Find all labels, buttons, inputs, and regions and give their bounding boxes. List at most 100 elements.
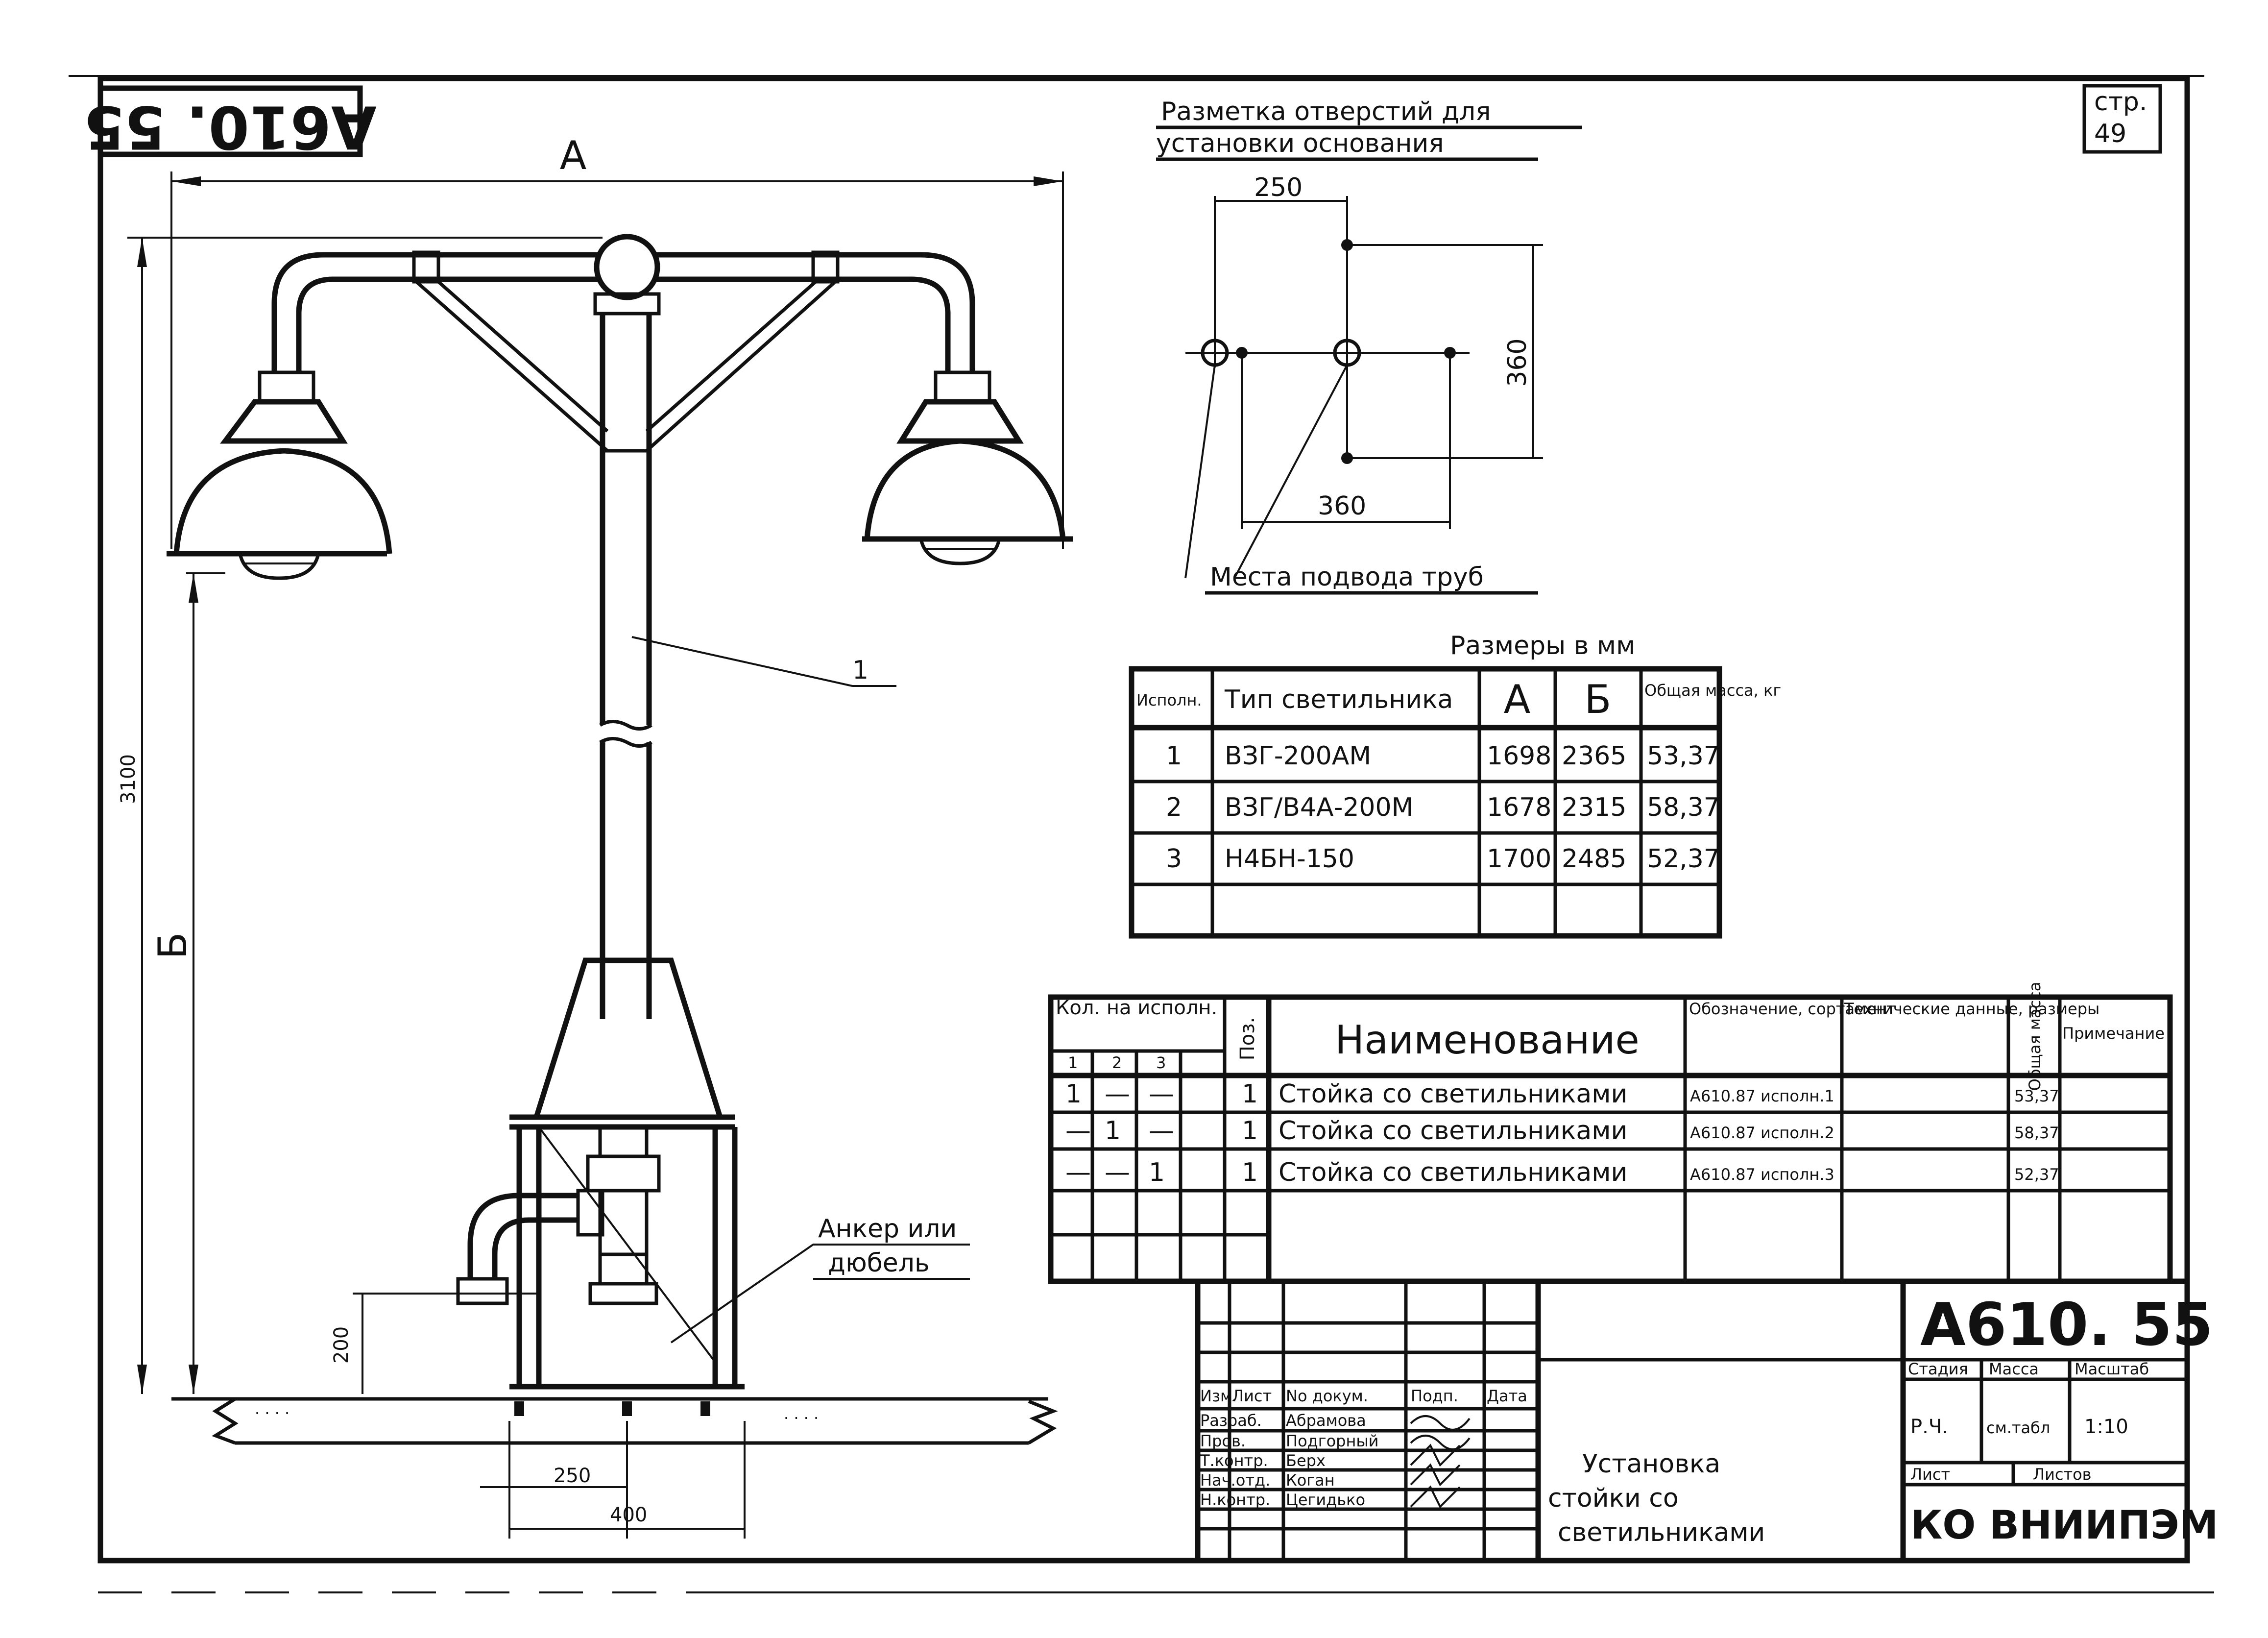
tb-mass-label: Масса xyxy=(1989,1360,2039,1378)
sizes-r1-c3: 2365 xyxy=(1562,741,1626,771)
marking-note: Места подвода труб xyxy=(1210,562,1484,592)
spec-name-header: Наименование xyxy=(1335,1017,1640,1063)
dim-total-label: 3100 xyxy=(117,754,140,804)
tb-col-izm: Изм. xyxy=(1200,1387,1237,1405)
spec-r3-q3: 1 xyxy=(1149,1158,1165,1187)
spec-r3-pos: 1 xyxy=(1242,1158,1258,1187)
sizes-r2-c3: 2315 xyxy=(1562,793,1626,822)
spec-pos-header: Поз. xyxy=(1236,1017,1259,1061)
spec-r2-q3: — xyxy=(1149,1116,1174,1146)
tb-role-1: Разраб. xyxy=(1200,1411,1262,1430)
tb-name-4: Коган xyxy=(1286,1471,1335,1490)
spec-tech-header: Технические данные, размеры xyxy=(1844,1000,2099,1018)
tb-col-date: Дата xyxy=(1487,1387,1527,1405)
spec-r3-mass: 52,37 xyxy=(2014,1165,2059,1184)
sizes-table-caption: Размеры в мм xyxy=(1450,631,1635,660)
spec-r1-q2: — xyxy=(1105,1079,1130,1109)
tb-sheet-label: Лист xyxy=(1910,1465,1950,1484)
sizes-r2-c4: 58,37 xyxy=(1647,793,1720,822)
tb-title-2: стойки со xyxy=(1548,1484,1679,1513)
tb-stage-label: Стадия xyxy=(1908,1360,1968,1378)
marking-dim-360-right: 360 xyxy=(1503,338,1532,387)
tb-drawing-code: А610. 55 xyxy=(1920,1291,2213,1359)
spec-r2-pos: 1 xyxy=(1242,1116,1258,1146)
tb-name-2: Подгорный xyxy=(1286,1432,1378,1450)
spec-r3-name: Стойка со светильниками xyxy=(1279,1158,1627,1187)
tb-col-doc: No докум. xyxy=(1286,1387,1368,1405)
spec-r2-name: Стойка со светильниками xyxy=(1279,1116,1627,1146)
spec-r1-q1: 1 xyxy=(1065,1079,1082,1109)
anchor-label-2: дюбель xyxy=(828,1248,930,1278)
sizes-header-a: А xyxy=(1504,677,1531,722)
spec-r1-pos: 1 xyxy=(1242,1079,1258,1109)
anchor-label-1: Анкер или xyxy=(818,1214,957,1244)
specification-table: Кол. на исполн. 1 2 3 Поз. Наименование … xyxy=(1048,982,2173,1284)
spec-r3-designation: А610.87 исполн.3 xyxy=(1690,1165,1834,1184)
spec-r2-mass: 58,37 xyxy=(2014,1124,2059,1142)
sizes-r3-c1: Н4БН-150 xyxy=(1225,844,1354,874)
svg-text:· ⋅ · ⋅: · ⋅ · ⋅ xyxy=(784,1409,819,1427)
tb-col-sign: Подп. xyxy=(1411,1387,1458,1405)
sizes-r3-c0: 3 xyxy=(1166,844,1182,874)
page-number-box: стр. 49 xyxy=(2082,84,2162,154)
tb-organization: КО ВНИИПЭМ xyxy=(1910,1502,2218,1548)
spec-qty-col-2: 2 xyxy=(1112,1053,1122,1072)
sizes-r3-c3: 2485 xyxy=(1562,844,1626,874)
spec-qty-col-1: 1 xyxy=(1068,1053,1078,1072)
page-label: стр. xyxy=(2094,87,2147,117)
dim-a-label: А xyxy=(560,133,587,178)
dim-200-label: 200 xyxy=(330,1326,353,1364)
sizes-header-exec: Исполн. xyxy=(1136,691,1202,709)
spec-r2-designation: А610.87 исполн.2 xyxy=(1690,1124,1834,1142)
tb-name-1: Абрамова xyxy=(1286,1411,1366,1430)
tb-role-4: Нач.отд. xyxy=(1200,1471,1270,1490)
tb-role-3: Т.контр. xyxy=(1200,1451,1268,1470)
hole-marking-diagram: Разметка отверстий для установки основан… xyxy=(1156,97,1582,595)
sizes-header-type: Тип светильника xyxy=(1224,685,1453,714)
spec-mass-header: Общая масса xyxy=(2026,982,2044,1091)
spec-note-header: Примечание xyxy=(2062,1024,2165,1043)
spec-qty-col-3: 3 xyxy=(1156,1053,1166,1072)
title-block: Изм. Лист No докум. Подп. Дата Разраб. А… xyxy=(1195,1278,2218,1564)
rotated-code-box: А610. 55 xyxy=(84,85,377,160)
sizes-r1-c4: 53,37 xyxy=(1647,741,1720,771)
spec-r1-mass: 53,37 xyxy=(2014,1087,2059,1105)
spec-designation-header: Обозначение, сортамент xyxy=(1689,1000,1896,1018)
spec-r1-q3: — xyxy=(1149,1079,1174,1109)
marking-dim-250: 250 xyxy=(1254,173,1303,202)
tb-role-5: Н.контр. xyxy=(1200,1491,1270,1509)
sizes-table: Размеры в мм Исполн. Тип светильника А Б… xyxy=(1129,631,1781,939)
dim-400-label: 400 xyxy=(610,1504,647,1526)
tb-sheets-label: Листов xyxy=(2033,1465,2092,1484)
marking-title-2: установки основания xyxy=(1156,129,1444,158)
sizes-r2-c2: 1678 xyxy=(1487,793,1551,822)
tb-name-3: Берх xyxy=(1286,1451,1326,1470)
spec-qty-header: Кол. на исполн. xyxy=(1056,997,1217,1019)
tb-col-list: Лист xyxy=(1232,1387,1272,1405)
sizes-header-mass: Общая масса, кг xyxy=(1644,681,1781,700)
tb-name-5: Цегидько xyxy=(1286,1491,1365,1509)
dim-b-label: Б xyxy=(150,932,195,959)
sizes-header-b: Б xyxy=(1585,677,1612,722)
sizes-r2-c1: ВЗГ/В4А-200М xyxy=(1225,793,1413,822)
tb-mass: см.табл xyxy=(1986,1418,2050,1437)
position-1-label: 1 xyxy=(852,656,869,685)
spec-r3-q1: — xyxy=(1065,1158,1091,1187)
marking-title-1: Разметка отверстий для xyxy=(1161,97,1491,126)
spec-r1-designation: А610.87 исполн.1 xyxy=(1690,1087,1834,1105)
spec-r2-q1: — xyxy=(1065,1116,1091,1146)
sizes-r2-c0: 2 xyxy=(1166,793,1182,822)
tb-title-1: Установка xyxy=(1582,1449,1720,1479)
sizes-r1-c1: ВЗГ-200АМ xyxy=(1225,741,1371,771)
sizes-r1-c0: 1 xyxy=(1166,741,1182,771)
spec-r3-q2: — xyxy=(1105,1158,1130,1187)
tb-title-3: светильниками xyxy=(1558,1518,1765,1547)
sizes-r3-c4: 52,37 xyxy=(1647,844,1720,874)
sizes-r3-c2: 1700 xyxy=(1487,844,1551,874)
tb-scale-label: Масштаб xyxy=(2075,1360,2149,1378)
tb-role-2: Пров. xyxy=(1200,1432,1246,1450)
signatures xyxy=(1410,1415,1471,1509)
dim-250-label: 250 xyxy=(554,1465,591,1487)
sizes-r1-c2: 1698 xyxy=(1487,741,1551,771)
